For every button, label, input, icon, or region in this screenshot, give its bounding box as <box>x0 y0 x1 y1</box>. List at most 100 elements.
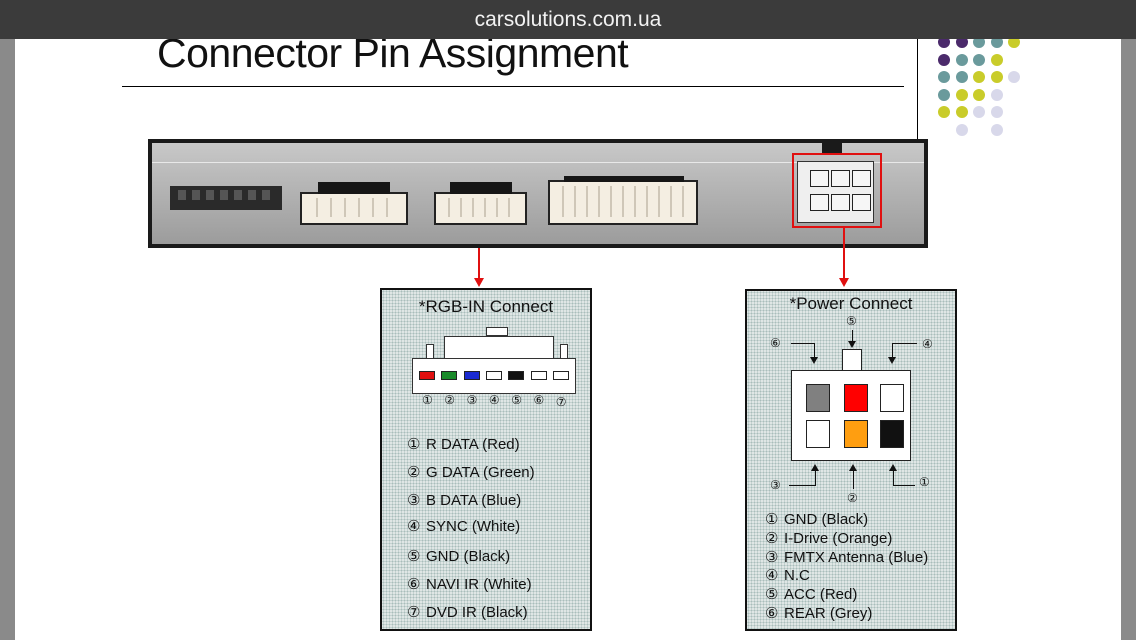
callout-2: ② <box>847 491 858 505</box>
decorative-dot <box>938 88 950 101</box>
power-pin-slot <box>806 420 830 448</box>
decorative-dot <box>973 36 985 48</box>
pin-label: GND (Black) <box>426 548 511 565</box>
decorative-dot <box>973 53 985 66</box>
power-pin-row: ④ N.C <box>765 566 810 584</box>
power-title: *Power Connect <box>789 294 913 313</box>
rgb-pin-row: ① R DATA (Red) <box>407 435 520 453</box>
decorative-dot <box>955 123 968 136</box>
rgb-pin-slot <box>552 371 569 380</box>
callout-4: ④ <box>922 337 933 351</box>
power-pin-row: ⑤ ACC (Red) <box>765 585 857 603</box>
decorative-dot <box>938 71 950 83</box>
rgb-pin-number: ② <box>444 393 456 407</box>
decorative-dot <box>973 71 985 83</box>
decorative-dot <box>955 71 968 83</box>
rgb-pin-number: ④ <box>488 393 500 407</box>
power-pin-row: ⑥ REAR (Grey) <box>765 604 872 622</box>
rgb-arrow-line <box>478 248 480 278</box>
power-pin-slot <box>844 384 868 412</box>
pin-label: GND (Black) <box>784 511 869 528</box>
pin-number: ① <box>407 436 421 453</box>
pin-label: NAVI IR (White) <box>426 576 532 593</box>
decorative-dot <box>938 53 950 66</box>
pin-number: ② <box>765 529 779 547</box>
pin-number: ① <box>765 511 779 528</box>
decorative-dot <box>955 53 968 66</box>
power-cable <box>822 140 842 154</box>
connector-port-1 <box>300 182 408 225</box>
power-connector-highlight <box>792 153 882 228</box>
pin-number: ④ <box>407 518 421 535</box>
rgb-pin-number: ⑥ <box>533 393 545 407</box>
decorative-dot <box>938 106 950 118</box>
decorative-dot <box>1008 36 1020 48</box>
decorative-dot <box>955 88 968 101</box>
callout-5: ⑤ <box>846 314 857 328</box>
pin-number: ④ <box>765 567 779 585</box>
pin-label: FMTX Antenna (Blue) <box>784 548 929 566</box>
pin-label: R DATA (Red) <box>426 436 520 453</box>
callout-1: ① <box>919 475 930 489</box>
decorative-dot <box>938 36 950 48</box>
site-address-bar[interactable]: carsolutions.com.ua <box>0 0 1136 39</box>
rgb-pin-number: ③ <box>466 393 478 407</box>
decorative-dot <box>1008 71 1020 83</box>
decorative-dot <box>990 71 1003 83</box>
pin-label: N.C <box>784 567 810 585</box>
power-pin-slot <box>880 384 904 412</box>
device-edge-line <box>152 162 924 163</box>
power-key-tab <box>842 349 862 371</box>
site-url: carsolutions.com.ua <box>474 8 662 31</box>
vertical-divider <box>917 0 918 140</box>
decorative-dot <box>955 36 968 48</box>
pin-number: ⑤ <box>765 586 779 604</box>
rgb-pin-slot <box>463 371 480 380</box>
rgb-pin-row: ⑤ GND (Black) <box>407 547 510 565</box>
connector-port-rgb-in <box>434 182 527 225</box>
pin-number: ⑦ <box>407 604 421 621</box>
decorative-dot <box>990 106 1003 118</box>
dip-switch-block <box>170 186 282 210</box>
power-arrow-line <box>843 228 845 278</box>
rgb-pin-row: ④ SYNC (White) <box>407 517 520 535</box>
rgb-in-title: *RGB-IN Connect <box>418 297 554 316</box>
power-pin-row: ① GND (Black) <box>765 510 868 528</box>
decorative-dot <box>955 106 968 118</box>
power-pin-slot <box>806 384 830 412</box>
pin-label: SYNC (White) <box>426 518 521 535</box>
rgb-pin-slot <box>485 371 502 380</box>
pin-label: REAR (Grey) <box>784 605 873 622</box>
pin-number: ⑤ <box>407 548 421 565</box>
rgb-pin-number: ① <box>422 393 433 407</box>
title-divider <box>122 86 904 87</box>
pin-label: ACC (Red) <box>784 586 858 604</box>
decorative-dot <box>990 88 1003 101</box>
pin-label: B DATA (Blue) <box>426 492 522 509</box>
decorative-dot <box>973 88 985 101</box>
connector-port-wide <box>548 176 698 225</box>
power-pin-slot <box>844 420 868 448</box>
pin-number: ⑥ <box>765 605 779 622</box>
power-arrow-head <box>839 278 849 287</box>
rgb-pin-slot <box>508 371 525 380</box>
rgb-pin-slot <box>441 371 458 380</box>
power-connector-housing <box>797 161 874 223</box>
decorative-dot <box>990 36 1003 48</box>
decorative-dot <box>990 123 1003 136</box>
power-pin-row: ② I-Drive (Orange) <box>765 529 892 547</box>
pin-label: I-Drive (Orange) <box>784 529 893 547</box>
rgb-pin-number: ⑤ <box>511 393 522 407</box>
rgb-pin-slot <box>419 371 435 380</box>
rgb-pin-number: ⑦ <box>555 395 567 409</box>
callout-6: ⑥ <box>770 336 781 350</box>
callout-3: ③ <box>770 478 781 492</box>
rgb-arrow-head <box>474 278 484 287</box>
